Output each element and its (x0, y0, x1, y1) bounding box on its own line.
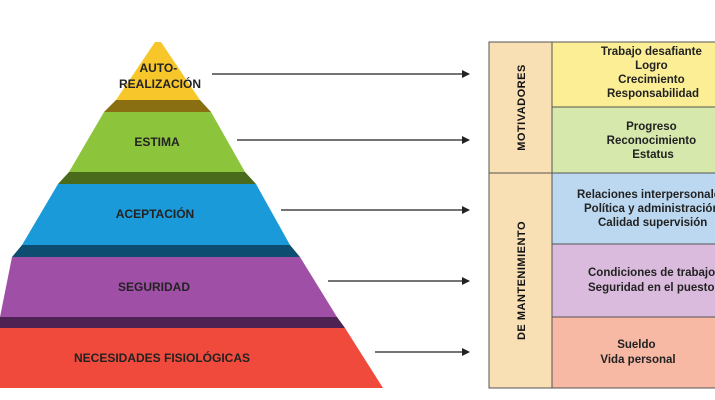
pyramid-level-shadow (104, 100, 211, 112)
svg-text:NECESIDADES FISIOLÓGICAS: NECESIDADES FISIOLÓGICAS (74, 350, 250, 365)
factor-box-bg (551, 106, 715, 174)
factor-box-bg (551, 316, 715, 389)
svg-text:SEGURIDAD: SEGURIDAD (118, 280, 190, 294)
level-label-line: NECESIDADES FISIOLÓGICAS (74, 350, 250, 365)
svg-text:Relaciones interpersonales: Relaciones interpersonales Política y ad… (577, 189, 715, 229)
factor-text-line: Progreso (626, 121, 677, 133)
category-mantenimiento: DE MANTENIMIENTO (488, 172, 553, 389)
level-label-line: AUTO- (139, 61, 177, 75)
factor-box-3: Relaciones interpersonales Política y ad… (551, 172, 715, 245)
pyramid-level-shadow (12, 245, 300, 257)
level-label-line: ACEPTACIÓN (116, 206, 194, 221)
factor-text-line: Logro (635, 60, 668, 72)
category-cell (488, 172, 553, 389)
factor-box-bg (551, 243, 715, 318)
factor-text-line: Relaciones interpersonales (577, 189, 715, 201)
svg-text:Trabajo desafiante Logro: Trabajo desafiante Logro Crecimiento Res… (601, 46, 705, 100)
factor-box-2: Progreso Reconocimiento Estatus (551, 106, 715, 174)
factor-box-4: Condiciones de trabajo Seguridad en el p… (551, 243, 715, 318)
factor-text-line: Condiciones de trabajo (588, 267, 715, 279)
level-label-line: SEGURIDAD (118, 280, 190, 294)
pyramid-level-autorealizacion: AUTO- REALIZACIÓN (104, 42, 211, 112)
factor-box-5: Sueldo Vida personal (551, 316, 715, 389)
pyramid-level-fisiologicas: NECESIDADES FISIOLÓGICAS (0, 328, 383, 388)
factor-text-line: Calidad supervisión (598, 217, 707, 229)
factor-text-line: Trabajo desafiante (601, 46, 702, 58)
category-label: DE MANTENIMIENTO (516, 221, 528, 340)
svg-text:Progreso Reconocimiento: Progreso Reconocimiento Estatus (607, 121, 700, 161)
factor-text-line: Seguridad en el puesto (588, 282, 715, 294)
level-label-line: ESTIMA (134, 135, 180, 149)
factor-box-bg (551, 172, 715, 245)
level-label-line: REALIZACIÓN (119, 76, 201, 91)
factor-box-bg (551, 41, 715, 108)
svg-text:ESTIMA: ESTIMA (134, 135, 180, 149)
pyramid-level-face (0, 328, 383, 388)
factor-text-line: Reconocimiento (607, 135, 696, 147)
pyramid-level-estima: ESTIMA (58, 112, 256, 184)
svg-text:AUTO- REALIZACIÓN: AUTO- REALIZACIÓN (119, 61, 201, 91)
pyramid-level-face (69, 112, 245, 172)
factor-text-line: Sueldo (617, 339, 655, 351)
category-label: MOTIVADORES (516, 64, 528, 151)
category-motivadores: MOTIVADORES (488, 41, 553, 174)
factor-text-line: Crecimiento (618, 74, 684, 86)
svg-text:Condiciones de trabajo S: Condiciones de trabajo Seguridad en el p… (588, 267, 715, 294)
pyramid-level-shadow (58, 172, 256, 184)
factor-box-1: Trabajo desafiante Logro Crecimiento Res… (551, 41, 715, 108)
factor-text-line: Vida personal (600, 354, 675, 366)
factor-text-line: Política y administración (584, 203, 715, 215)
svg-text:Sueldo Vida personal: Sueldo Vida personal (600, 339, 675, 366)
pyramid-level-seguridad: SEGURIDAD (0, 257, 345, 328)
pyramid-level-aceptacion: ACEPTACIÓN (12, 184, 300, 257)
svg-text:ACEPTACIÓN: ACEPTACIÓN (116, 206, 194, 221)
factor-text-line: Estatus (632, 149, 674, 161)
factor-text-line: Responsabilidad (607, 88, 699, 100)
pyramid-level-face (0, 257, 337, 317)
pyramid-level-face (22, 184, 290, 245)
pyramid-level-face (116, 42, 200, 100)
pyramid-level-shadow (0, 317, 345, 328)
